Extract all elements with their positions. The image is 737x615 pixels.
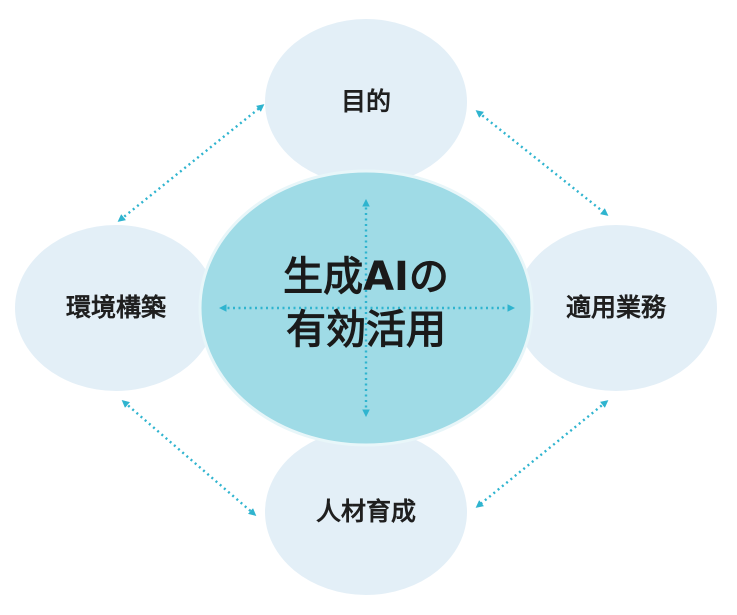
node-left-label: 環境構築: [66, 293, 167, 322]
arrow-left-top: [117, 104, 265, 222]
arrow-top-right: [475, 110, 609, 216]
outer-cycle-arrows: [117, 104, 609, 517]
arrow-left-bottom: [121, 399, 257, 517]
node-bottom-label: 人材育成: [316, 497, 416, 526]
center-label-line1: 生成AIの: [283, 254, 449, 300]
center-cross-arrows: [218, 198, 516, 418]
arrow-right-bottom: [475, 400, 609, 508]
node-left-ellipse: [15, 225, 217, 391]
node-top-label: 目的: [341, 87, 391, 116]
node-right-label: 適用業務: [566, 293, 667, 322]
node-right-ellipse: [515, 225, 717, 391]
node-bottom-ellipse: [265, 429, 467, 595]
node-top-ellipse: [265, 19, 467, 185]
center-label-line2: 有効活用: [286, 307, 446, 353]
